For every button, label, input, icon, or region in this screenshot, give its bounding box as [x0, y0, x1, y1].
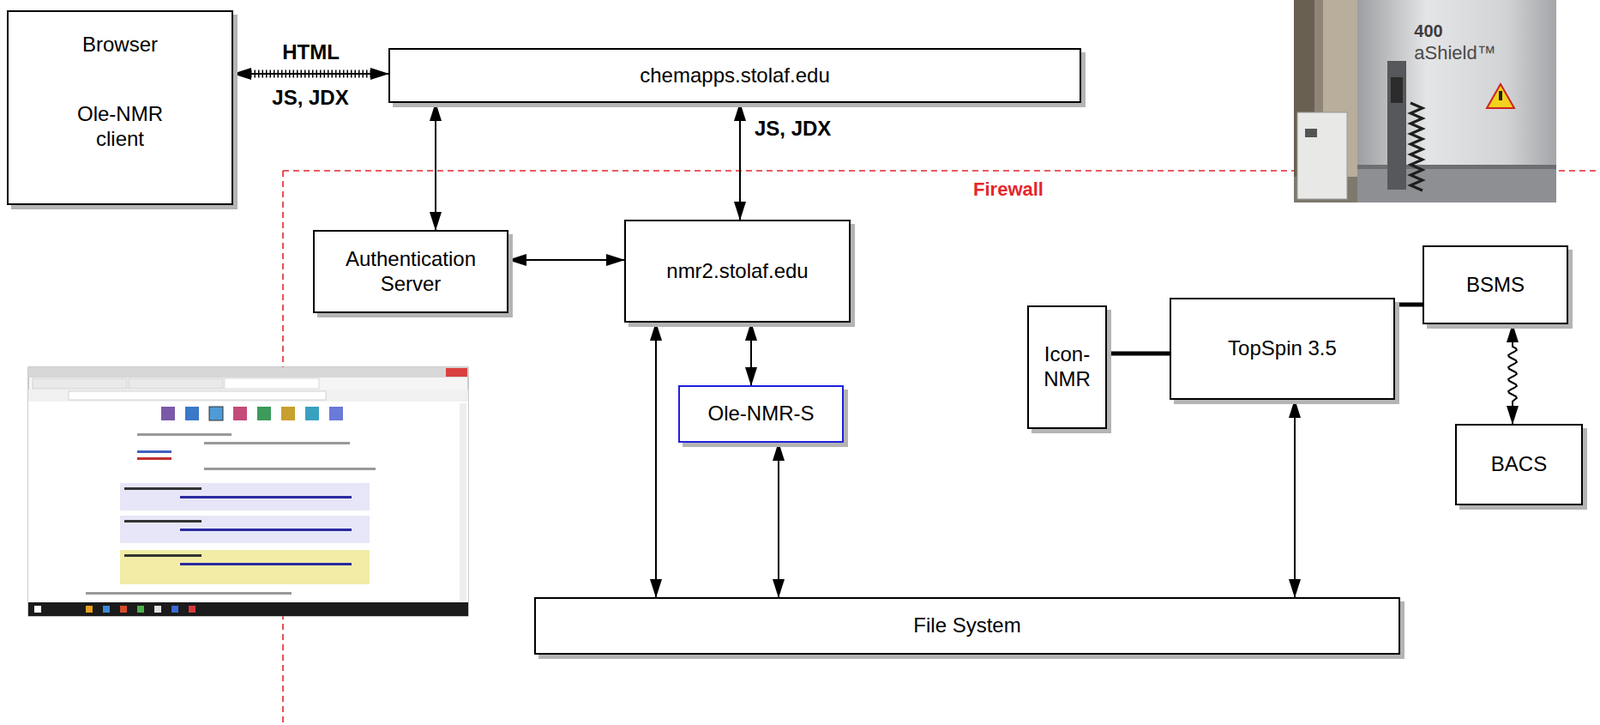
- connector-label: HTML: [279, 40, 343, 66]
- browser-screenshot-part: [180, 528, 352, 531]
- client-box: BrowserOle-NMR client: [6, 10, 234, 205]
- spectrometer-photo-part: [1357, 0, 1557, 203]
- browser-screenshot-part: [204, 467, 376, 470]
- service-box: Ole-NMR-S: [678, 384, 844, 443]
- browser-screenshot-part: [32, 378, 127, 389]
- spectrometer-photo-part: [1293, 0, 1557, 203]
- node-text: Ole-NMR client: [55, 102, 185, 152]
- browser-screenshot-part: [137, 433, 232, 436]
- browser-screenshot-part: [120, 515, 370, 543]
- connector-label: JS, JDX: [751, 116, 834, 142]
- firewall-line: [282, 170, 1600, 725]
- browser-screenshot-part: [68, 390, 326, 400]
- link-line: [1395, 302, 1423, 307]
- browser-screenshot-part: [209, 406, 223, 421]
- software-box: TopSpin 3.5: [1169, 297, 1396, 400]
- browser-screenshot-part: [171, 605, 179, 613]
- node-text: nmr2.stolaf.edu: [666, 258, 808, 284]
- browser-screenshot-part: [85, 605, 93, 613]
- browser-screenshot-part: [204, 441, 350, 445]
- browser-screenshot-part: [180, 495, 352, 499]
- browser-screenshot-part: [28, 366, 469, 616]
- browser-screenshot-part: [161, 406, 175, 421]
- node-text: Icon-NMR: [1031, 342, 1103, 392]
- arrow-connector: [750, 322, 752, 385]
- browser-screenshot-part: [281, 406, 295, 421]
- arrow-connector: [655, 322, 657, 597]
- wavy-connector: [1508, 324, 1517, 424]
- browser-screenshot-part: [137, 605, 145, 613]
- browser-screenshot-part: [185, 406, 199, 421]
- arrow-connector: [739, 102, 741, 220]
- spectrometer-photo-part: [1486, 84, 1515, 109]
- browser-screenshot-part: [120, 549, 370, 584]
- server-box: chemapps.stolaf.edu: [388, 48, 1082, 103]
- spectrometer-photo-part: [1410, 102, 1423, 191]
- browser-screenshot-part: [120, 482, 370, 511]
- browser-screenshot-part: [257, 406, 271, 421]
- browser-screenshot-part: [102, 605, 110, 613]
- spectrometer-photo-part: [1390, 77, 1403, 103]
- arrow-connector: [508, 258, 625, 261]
- spectrometer-photo-part: [1357, 164, 1557, 169]
- node-text: TopSpin 3.5: [1227, 336, 1337, 361]
- node-text: File System: [913, 613, 1021, 638]
- browser-screenshot-part: [188, 605, 196, 613]
- browser-screenshot-part: [137, 450, 172, 453]
- browser-screenshot-part: [34, 605, 42, 613]
- storage-box: File System: [534, 596, 1401, 655]
- browser-screenshot-part: [180, 562, 352, 566]
- magnet-label: 400: [1413, 20, 1443, 42]
- spectrometer-photo-part: [1498, 90, 1503, 101]
- spectrometer-photo-part: [1387, 60, 1407, 190]
- node-text: BSMS: [1466, 272, 1525, 298]
- browser-screenshot-part: [28, 366, 469, 378]
- browser-screenshot-part: [459, 403, 467, 601]
- magnet-label: aShield™: [1413, 42, 1496, 65]
- auth-server-box: Authentication Server: [312, 229, 509, 313]
- firewall-label: Firewall: [973, 178, 1044, 201]
- browser-screenshot-part: [233, 406, 247, 421]
- browser-screenshot-part: [305, 406, 319, 421]
- spectrometer-photo-part: [1357, 168, 1557, 203]
- arrow-connector: [1293, 399, 1296, 597]
- protocol-label: JS, JDX: [269, 85, 351, 111]
- arrow-connector: [434, 102, 437, 230]
- browser-screenshot-part: [329, 406, 343, 421]
- browser-screenshot-part: [28, 601, 469, 616]
- arrow-connector: [777, 442, 780, 597]
- browser-screenshot-part: [120, 605, 127, 613]
- arrow-connector: [233, 72, 389, 75]
- browser-screenshot: [28, 366, 469, 616]
- server-box: nmr2.stolaf.edu: [624, 219, 851, 323]
- browser-screenshot-part: [124, 553, 202, 557]
- browser-screenshot-part: [154, 605, 162, 613]
- node-text: BACS: [1491, 451, 1547, 477]
- spectrometer-photo: [1293, 0, 1557, 203]
- browser-screenshot-part: [137, 457, 172, 460]
- node-text: Ole-NMR-S: [708, 401, 815, 427]
- spectrometer-photo-part: [1305, 128, 1318, 138]
- browser-screenshot-part: [28, 401, 469, 602]
- browser-screenshot-part: [85, 591, 292, 595]
- software-box: Icon-NMR: [1027, 305, 1107, 429]
- node-text: Browser: [82, 32, 158, 58]
- browser-screenshot-part: [224, 378, 319, 389]
- browser-screenshot-part: [124, 519, 202, 523]
- browser-screenshot-part: [28, 389, 469, 402]
- browser-screenshot-part: [124, 487, 202, 490]
- hardware-box: BACS: [1455, 423, 1583, 506]
- spectrometer-photo-part: [1297, 112, 1348, 199]
- node-text: chemapps.stolaf.edu: [639, 63, 830, 89]
- node-text: Authentication Server: [321, 246, 500, 297]
- hardware-box: BSMS: [1422, 245, 1569, 325]
- link-line: [1106, 351, 1170, 356]
- browser-screenshot-part: [128, 378, 223, 389]
- browser-screenshot-part: [445, 367, 468, 377]
